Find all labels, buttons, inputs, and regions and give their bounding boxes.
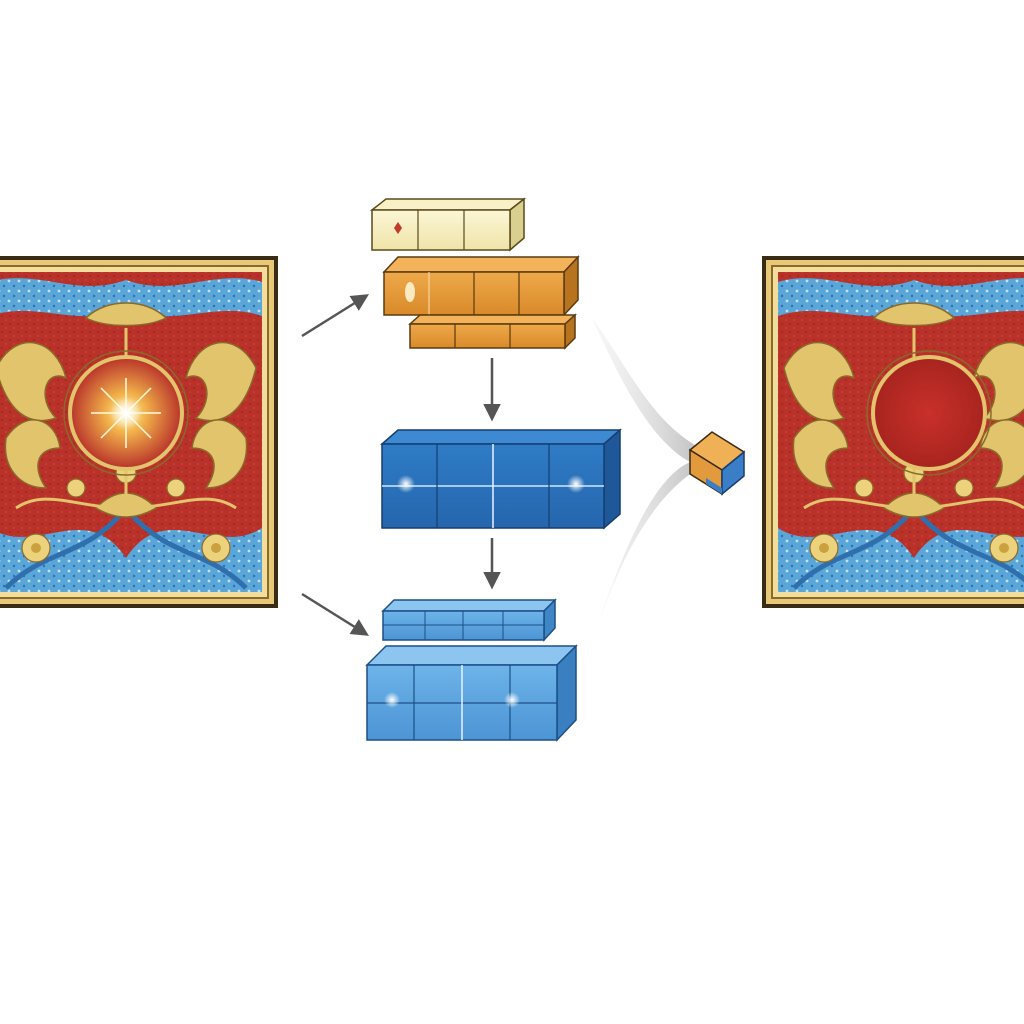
cream-token-block — [369, 197, 527, 252]
output-tapestry-image — [764, 258, 1024, 606]
blue-latent-block — [380, 428, 622, 530]
converging-funnel — [592, 318, 700, 636]
sun-medallion — [871, 355, 987, 471]
input-tapestry-image — [0, 258, 276, 606]
orange-token-block — [382, 255, 580, 317]
arrow-icon — [301, 294, 369, 338]
light-blue-token-block — [365, 644, 578, 742]
light-blue-thin-block — [381, 598, 557, 642]
cube-icon — [688, 431, 746, 496]
orange-thin-block — [408, 313, 577, 350]
arrow-icon — [301, 592, 369, 636]
